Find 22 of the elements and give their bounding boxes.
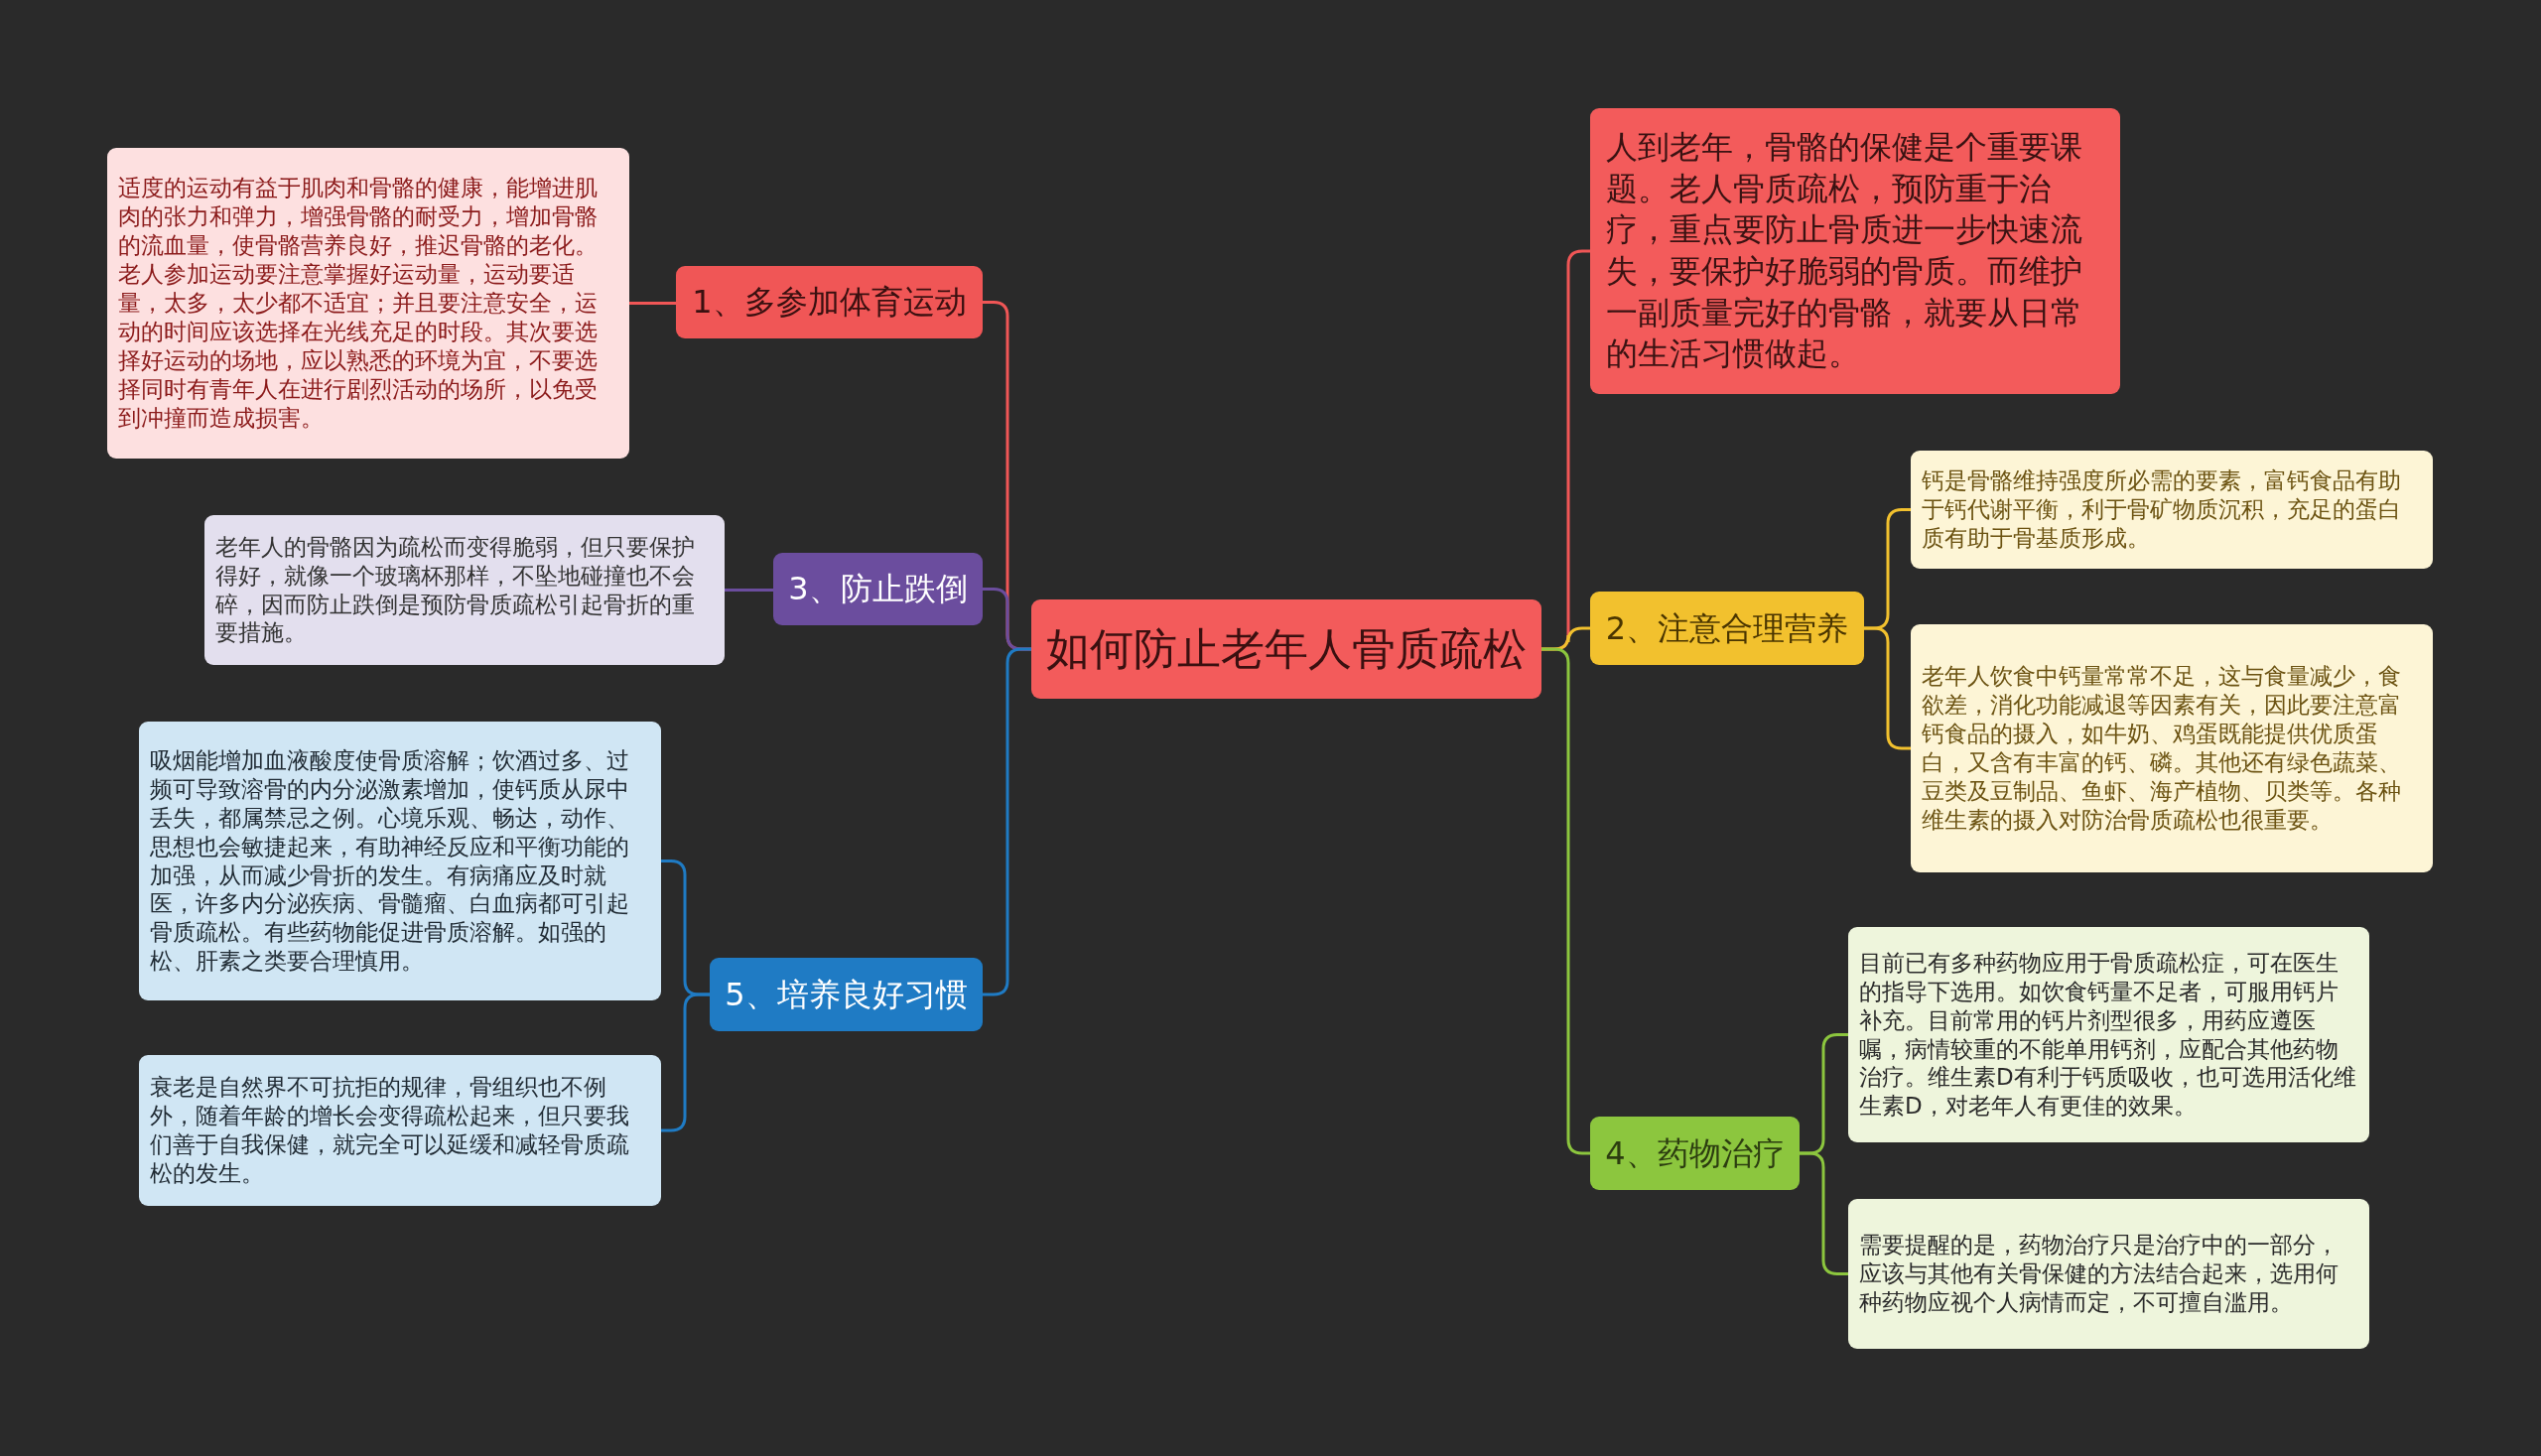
note-box: 适度的运动有益于肌肉和骨骼的健康，能增进肌肉的张力和弹力，增强骨骼的耐受力，增加骨骼的流血量，使骨骼营养良好，推迟骨骼的老化。老人参加运动要注意掌握好运动量，运动要适量，太多，太少都不适宜；并且要注意安全，运动的时间应该选择在光线充足的时段。其次要选择好运动的场地，应以熟悉的环境为宜，不要选择同时有青年人在进行剧烈活动的场所，以免受到冲撞而造成损害。 — [107, 148, 629, 459]
topic-box: 1、多参加体育运动 — [676, 266, 983, 338]
central-topic-box: 如何防止老年人骨质疏松 — [1031, 599, 1541, 699]
connector-line — [629, 302, 676, 305]
connector-line — [983, 647, 1031, 996]
topic-box: 3、防止跌倒 — [773, 553, 983, 625]
note-box: 老年人饮食中钙量常常不足，这与食量减少，食欲差，消化功能减退等因素有关，因此要注意富钙食品的摄入，如牛奶、鸡蛋既能提供优质蛋白，又含有丰富的钙、磷。其他还有绿色蔬菜、豆类及豆制品、鱼虾、海产植物、贝类等。各种维生素的摄入对防治骨质疏松也很重要。 — [1911, 624, 2433, 872]
note-box: 目前已有多种药物应用于骨质疏松症，可在医生的指导下选用。如饮食钙量不足者，可服用钙片补充。目前常用的钙片剂型很多，用药应遵医嘱，病情较重的不能单用钙剂，应配合其他药物治疗。维生素D有利于钙质吸收，也可选用活化维生素D，对老年人有更佳的效果。 — [1848, 927, 2369, 1142]
note-box: 吸烟能增加血液酸度使骨质溶解；饮酒过多、过频可导致溶骨的内分泌激素增加，使钙质从尿中丢失，都属禁忌之例。心境乐观、畅达，动作、思想也会敏捷起来，有助神经反应和平衡功能的加强，从而减少骨折的发生。有病痛应及时就医，许多内分泌疾病、骨髓瘤、白血病都可引起骨质疏松。有些药物能促进骨质溶解。如强的松、肝素之类要合理慎用。 — [139, 722, 661, 1000]
connector-line — [1864, 626, 1911, 750]
note-box: 老年人的骨骼因为疏松而变得脆弱，但只要保护得好，就像一个玻璃杯那样，不坠地碰撞也不会碎，因而防止跌倒是预防骨质疏松引起骨折的重要措施。 — [204, 515, 725, 665]
note-box: 需要提醒的是，药物治疗只是治疗中的一部分，应该与其他有关骨保健的方法结合起来，选用何种药物应视个人病情而定，不可擅自滥用。 — [1848, 1199, 2369, 1349]
connector-line — [725, 589, 773, 592]
note-box: 衰老是自然界不可抗拒的规律，骨组织也不例外，随着年龄的增长会变得疏松起来，但只要我们善于自我保健，就完全可以延缓和减轻骨质疏松的发生。 — [139, 1055, 661, 1206]
connector-line — [1541, 647, 1590, 1155]
topic-box: 2、注意合理营养 — [1590, 592, 1864, 665]
note-box: 人到老年，骨骼的保健是个重要课题。老人骨质疏松，预防重于治疗，重点要防止骨质进一步快速流失，要保护好脆弱的骨质。而维护一副质量完好的骨骼，就要从日常的生活习惯做起。 — [1590, 108, 2120, 394]
note-box: 钙是骨骼维持强度所必需的要素，富钙食品有助于钙代谢平衡，利于骨矿物质沉积，充足的蛋白质有助于骨基质形成。 — [1911, 451, 2433, 569]
topic-box: 4、药物治疗 — [1590, 1117, 1800, 1190]
topic-box: 5、培养良好习惯 — [710, 958, 983, 1031]
connector-line — [1800, 1151, 1848, 1275]
connector-line — [661, 993, 710, 1132]
